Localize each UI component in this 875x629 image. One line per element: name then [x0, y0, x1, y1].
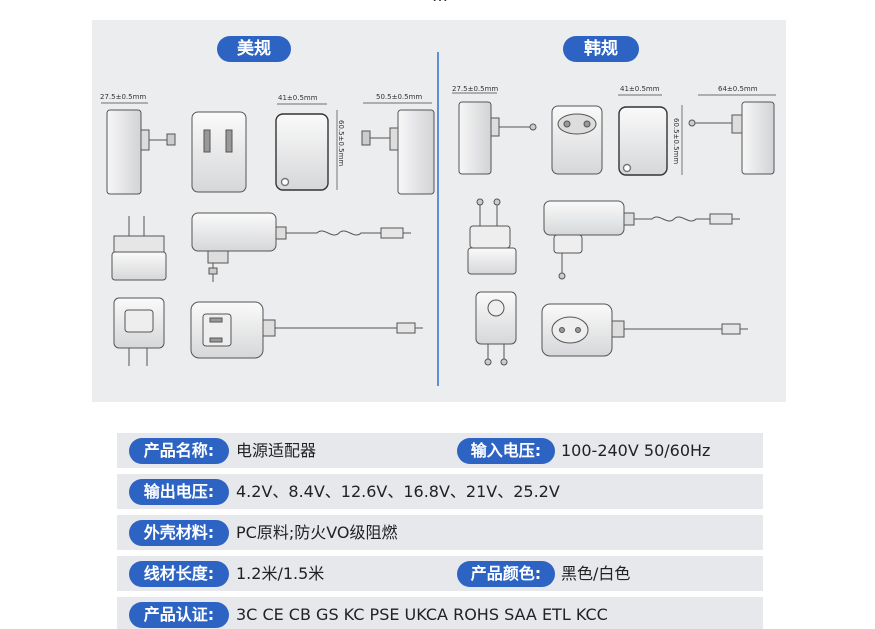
- us-plug-end-view: [111, 216, 167, 281]
- us-adapter-top-view: [113, 297, 165, 366]
- us-dimension-labels: 27.5±0.5mm 41±0.5mm 60.5±0.5mm 50.5±0.5m…: [100, 93, 422, 166]
- us-dim-front-width: 41±0.5mm: [278, 94, 318, 102]
- product-color-value: 黑色/白色: [561, 564, 631, 583]
- product-name-label: 产品名称:: [129, 438, 229, 464]
- product-color-label: 产品颜色:: [457, 561, 555, 587]
- panel-divider: [437, 52, 439, 386]
- output-voltage-label: 输出电压:: [129, 479, 229, 505]
- page-header-fragment: …: [320, 0, 560, 5]
- kr-front-plug-view: [551, 105, 603, 175]
- kr-standard-badge: 韩规: [563, 36, 639, 62]
- cable-length-value: 1.2米/1.5米: [236, 564, 325, 583]
- kr-dim-side-length: 64±0.5mm: [718, 85, 758, 93]
- kr-side-view: [458, 101, 537, 175]
- us-desktop-adapter-top: [190, 301, 423, 359]
- us-dim-front-height: 60.5±0.5mm: [337, 120, 345, 166]
- us-front-plug-view: [191, 111, 247, 193]
- spec-row-output: 输出电压: 4.2V、8.4V、12.6V、16.8V、21V、25.2V: [117, 474, 763, 509]
- us-side-view: [106, 109, 176, 195]
- housing-material-label: 外壳材料:: [129, 520, 229, 546]
- spec-row-name-input: 产品名称: 电源适配器 输入电压: 100-240V 50/60Hz: [117, 433, 763, 468]
- kr-dim-front-width: 41±0.5mm: [620, 85, 660, 93]
- output-voltage-value: 4.2V、8.4V、12.6V、16.8V、21V、25.2V: [236, 482, 560, 501]
- us-front-view: [275, 113, 329, 191]
- kr-dim-front-height: 60.5±0.5mm: [672, 118, 680, 164]
- certification-label: 产品认证:: [129, 602, 229, 628]
- input-voltage-value: 100-240V 50/60Hz: [561, 441, 711, 460]
- us-standard-badge: 美规: [217, 36, 291, 62]
- kr-plug-end-view: [467, 198, 517, 275]
- adapter-line-drawings: 27.5±0.5mm 41±0.5mm 60.5±0.5mm 50.5±0.5m…: [100, 85, 776, 366]
- us-dim-side-length: 50.5±0.5mm: [376, 93, 422, 101]
- us-side-view-right: [361, 109, 435, 195]
- kr-adapter-top-view: [475, 291, 517, 366]
- spec-row-certification: 产品认证: 3C CE CB GS KC PSE UKCA ROHS SAA E…: [117, 597, 763, 629]
- us-dimension-lines: [101, 102, 432, 190]
- kr-side-view-right: [688, 101, 775, 175]
- certification-value: 3C CE CB GS KC PSE UKCA ROHS SAA ETL KCC: [236, 605, 608, 624]
- spec-row-material: 外壳材料: PC原料;防火VO级阻燃: [117, 515, 763, 550]
- kr-dim-side-depth: 27.5±0.5mm: [452, 85, 498, 93]
- product-drawing-panel: 27.5±0.5mm 41±0.5mm 60.5±0.5mm 50.5±0.5m…: [92, 20, 786, 402]
- input-voltage-label: 输入电压:: [457, 438, 555, 464]
- us-wall-adapter-with-cable: [191, 212, 411, 282]
- kr-front-view: [618, 106, 668, 176]
- kr-dimension-labels: 27.5±0.5mm 41±0.5mm 60.5±0.5mm 64±0.5mm: [452, 85, 758, 164]
- kr-wall-adapter-with-cable: [543, 200, 740, 280]
- cable-length-label: 线材长度:: [129, 561, 229, 587]
- housing-material-value: PC原料;防火VO级阻燃: [236, 523, 398, 542]
- product-name-value: 电源适配器: [236, 441, 317, 460]
- kr-dimension-lines: [452, 92, 776, 175]
- us-dim-side-depth: 27.5±0.5mm: [100, 93, 146, 101]
- kr-desktop-adapter-top: [541, 303, 748, 357]
- spec-row-cable-color: 线材长度: 1.2米/1.5米 产品颜色: 黑色/白色: [117, 556, 763, 591]
